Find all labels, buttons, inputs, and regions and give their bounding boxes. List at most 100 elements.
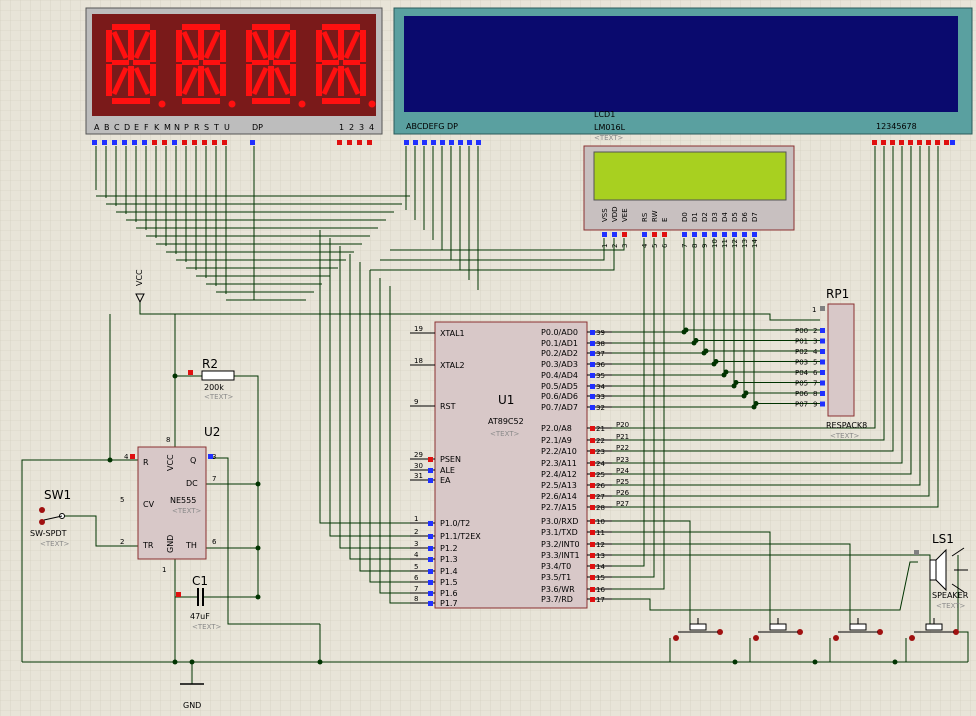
wire <box>380 238 605 261</box>
u1-pin-marker <box>590 362 595 367</box>
lcd-small-pin-num: 2 <box>611 244 619 248</box>
junction-dot <box>107 457 113 463</box>
u1-pin-num: 12 <box>596 541 605 549</box>
junction-dot <box>255 481 261 487</box>
push-button-2[interactable] <box>749 618 803 662</box>
lcd-small-pin <box>642 232 647 237</box>
segment <box>220 30 226 62</box>
button-contact <box>833 635 839 641</box>
segment <box>112 98 150 104</box>
segment <box>338 30 344 60</box>
u1-pin-marker <box>428 478 433 483</box>
junction-dot <box>255 545 261 551</box>
u1-pin-name: ALE <box>440 466 455 475</box>
lcd-small-pin-name: D7 <box>751 212 759 222</box>
lcd-small-pin <box>732 232 737 237</box>
u1-pin-name: P2.4/A12 <box>541 470 577 479</box>
c1-capacitor[interactable]: C1 47uF <TEXT> <box>176 574 222 631</box>
u1-pin-num: 31 <box>414 472 423 480</box>
lcd-small-pin-name: D6 <box>741 212 749 222</box>
u2-pin-dc: DC <box>186 479 198 488</box>
u1-pin-num: 17 <box>596 596 605 604</box>
u1-pin-name: P1.0/T2 <box>440 519 470 528</box>
push-buttons[interactable] <box>669 618 959 662</box>
seg-pin <box>102 140 107 145</box>
seg-pin <box>152 140 157 145</box>
u1-pin-marker <box>590 449 595 454</box>
lcd-small-pin-num: 1 <box>601 244 609 248</box>
vcc-terminal[interactable]: VCC <box>135 269 145 304</box>
u1-pin-marker <box>428 569 433 574</box>
segment-diagonal <box>273 30 291 60</box>
wire <box>206 375 259 549</box>
u1-pin-name: P2.0/A8 <box>541 424 572 433</box>
segment <box>150 30 156 62</box>
junction-dot <box>711 361 717 367</box>
u1-pin-num: 24 <box>596 460 605 468</box>
segment-diagonal <box>203 66 221 96</box>
rp1-ref: RP1 <box>826 287 849 301</box>
rp1-pin-num: 8 <box>813 390 817 398</box>
u1-pin-num: 23 <box>596 448 605 456</box>
lcd-large-pin-left <box>413 140 418 145</box>
r2-resistor[interactable]: R2 200k <TEXT> <box>188 357 235 401</box>
push-button-4[interactable] <box>905 618 959 662</box>
u1-pin-name: PSEN <box>440 455 461 464</box>
rp1-pin-num: 3 <box>813 338 817 346</box>
wire <box>329 238 410 537</box>
ls1-speaker[interactable]: LS1 SPEAKER <TEXT> <box>914 532 969 610</box>
seg-pin <box>132 140 137 145</box>
lcd-small-pin-num: 10 <box>711 239 719 248</box>
u1-pin-num: 35 <box>596 372 605 380</box>
button-contact <box>909 635 915 641</box>
u1-pin-num: 28 <box>596 504 605 512</box>
lcd-small-pin-num: 4 <box>641 243 649 248</box>
lcd-small-pin-name: D3 <box>711 212 719 222</box>
digit-pin <box>347 140 352 145</box>
u1-pin-marker <box>590 575 595 580</box>
push-button-3[interactable] <box>829 618 883 662</box>
seg-pin <box>192 140 197 145</box>
lcd-small-pin-name: VEE <box>621 208 629 222</box>
rp1-pin-marker <box>820 370 825 375</box>
u1-pin-marker <box>590 483 595 488</box>
digit-pin <box>367 140 372 145</box>
segment <box>150 64 156 96</box>
lcd-small[interactable]: LCD1 LM016L <TEXT> VSS1VDD2VEE3RS4RW5E6D… <box>583 110 795 248</box>
lcd-small-pin-num: 13 <box>741 239 749 248</box>
u1-pin-marker <box>590 426 595 431</box>
button-cap <box>769 623 787 631</box>
u1-pin-num: 19 <box>414 325 423 333</box>
segment <box>182 60 199 65</box>
u1-pin-marker <box>590 384 595 389</box>
u1-pin-name: P0.1/AD1 <box>541 339 578 348</box>
r2-pin-marker <box>188 370 193 375</box>
u1-pin-name: XTAL2 <box>440 361 465 370</box>
push-button-1[interactable] <box>669 618 723 662</box>
gnd-terminal[interactable]: GND <box>180 683 204 710</box>
r2-ref: R2 <box>202 357 218 371</box>
lcd-large[interactable]: ABCDEFG DP 12345678 <box>393 7 973 145</box>
wire <box>339 246 410 549</box>
u1-pin-name: P3.3/INT1 <box>541 551 580 560</box>
wire <box>21 459 110 662</box>
lcd-large-pin-right <box>944 140 949 145</box>
u2-timer[interactable]: U2 R Q DC CV NE555 <TEXT> TR TH VCC GND … <box>120 425 220 574</box>
seg-label: K <box>154 123 160 132</box>
wire <box>612 146 912 475</box>
u1-pin-name: RST <box>440 402 456 411</box>
lcd-small-pin-name: D2 <box>701 212 709 222</box>
segment <box>106 64 112 96</box>
u1-net-label: P20 <box>616 421 629 429</box>
rp1-text: <TEXT> <box>830 432 860 440</box>
segment <box>133 60 150 65</box>
u1-pin-marker <box>590 394 595 399</box>
segment <box>203 60 220 65</box>
button-cap <box>925 623 943 631</box>
sw1-switch[interactable]: SW1 SW-SPDT <TEXT> <box>30 488 71 548</box>
